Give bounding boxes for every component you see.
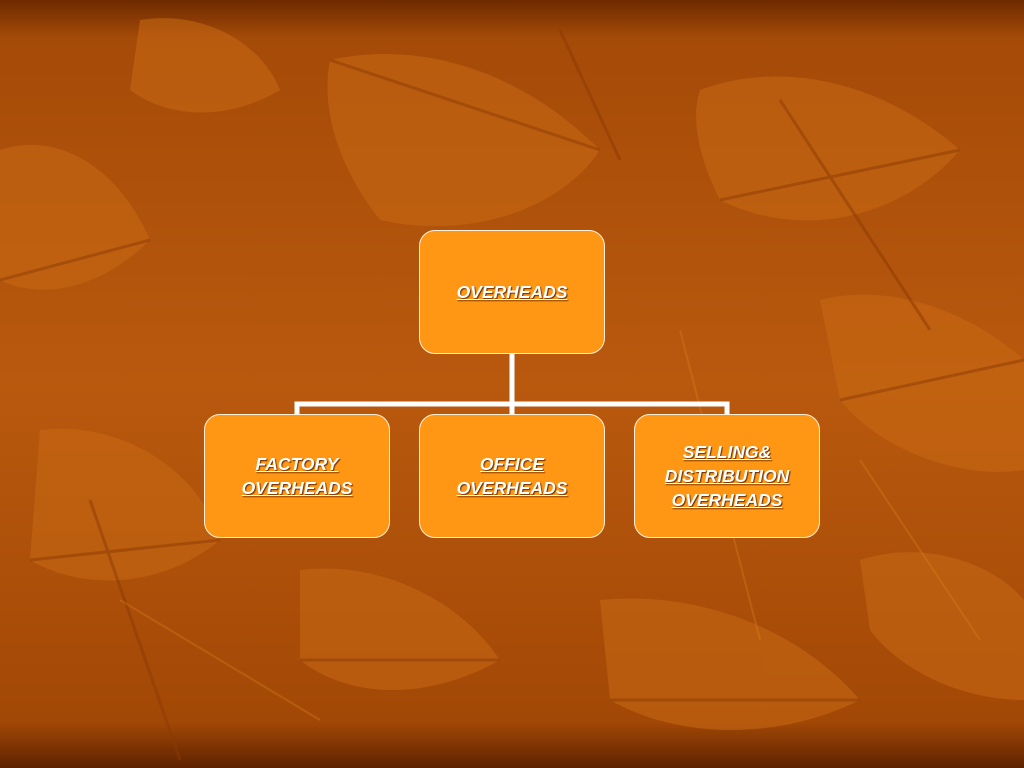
node-factory-line-2: OVERHEADS (241, 478, 353, 498)
node-overheads-label: OVERHEADS (457, 280, 568, 304)
node-factory-overheads-label: FACTORY OVERHEADS (242, 452, 353, 500)
node-overheads-line-1: OVERHEADS (456, 282, 568, 302)
node-selling-line-3: OVERHEADS (671, 490, 783, 510)
node-selling-distribution-overheads: SELLING& DISTRIBUTION OVERHEADS (634, 414, 820, 538)
node-selling-distribution-overheads-label: SELLING& DISTRIBUTION OVERHEADS (665, 440, 789, 512)
node-office-line-2: OVERHEADS (456, 478, 568, 498)
node-selling-line-1: SELLING& (682, 442, 772, 462)
node-office-line-1: OFFICE (479, 454, 545, 474)
node-overheads: OVERHEADS (419, 230, 605, 354)
node-factory-overheads: FACTORY OVERHEADS (204, 414, 390, 538)
node-office-overheads: OFFICE OVERHEADS (419, 414, 605, 538)
node-selling-line-2: DISTRIBUTION (664, 466, 790, 486)
node-factory-line-1: FACTORY (255, 454, 339, 474)
node-office-overheads-label: OFFICE OVERHEADS (457, 452, 568, 500)
